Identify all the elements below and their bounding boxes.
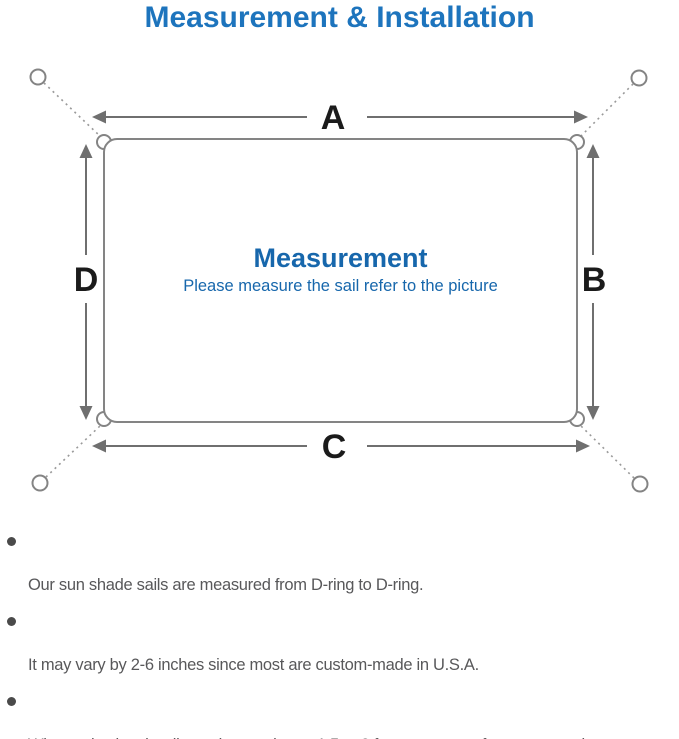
arrowhead-icon-bottom-left <box>92 439 106 453</box>
arrowhead-icon-top-right <box>574 110 588 124</box>
arrowhead-icon-right-up <box>586 144 600 158</box>
center-heading: Measurement <box>253 243 428 273</box>
anchor-point-icon-bottom-left <box>31 474 49 492</box>
anchor-points <box>29 68 649 493</box>
arrowhead-icon-left-up <box>79 144 93 158</box>
page-title: Measurement & Installation <box>144 1 535 34</box>
note-text: When selecting the dimensions, subtract … <box>28 736 603 739</box>
list-item: It may vary by 2-6 inches since most are… <box>6 610 672 676</box>
bullet-icon <box>7 537 16 546</box>
arrowhead-icon-top-left <box>92 110 106 124</box>
note-text: It may vary by 2-6 inches since most are… <box>28 656 479 674</box>
center-subtitle: Please measure the sail refer to the pic… <box>183 277 498 295</box>
arrowhead-icon-left-down <box>79 406 93 420</box>
rope-line-top-right <box>579 83 634 138</box>
anchor-point-icon-bottom-right <box>631 475 649 493</box>
arrowhead-icon-right-down <box>586 406 600 420</box>
dimension-label-c: C <box>322 428 347 466</box>
anchor-point-icon-top-left <box>29 68 47 86</box>
bullet-icon <box>7 617 16 626</box>
sail-measurement-diagram: A B C D <box>29 68 649 493</box>
bullet-icon <box>7 697 16 706</box>
rope-line-top-left <box>43 82 102 138</box>
note-text: Our sun shade sails are measured from D-… <box>28 576 424 594</box>
rope-line-bottom-right <box>579 424 635 479</box>
sail-outline <box>103 138 578 423</box>
dimension-arrow-lines <box>85 116 594 447</box>
arrowhead-icon-bottom-right <box>576 439 590 453</box>
dimension-label-b: B <box>582 261 607 299</box>
rope-line-bottom-left <box>45 424 102 478</box>
measurement-notes-list: Our sun shade sails are measured from D-… <box>6 522 672 739</box>
anchor-point-icon-top-right <box>630 69 648 87</box>
dimension-labels: A B C D <box>74 99 607 466</box>
dimension-label-a: A <box>321 99 346 137</box>
dimension-label-d: D <box>74 261 99 299</box>
rope-dashed-lines <box>43 82 635 479</box>
list-item: Our sun shade sails are measured from D-… <box>6 530 672 596</box>
dimension-arrow-heads <box>79 110 600 453</box>
list-item: When selecting the dimensions, subtract … <box>6 690 672 739</box>
